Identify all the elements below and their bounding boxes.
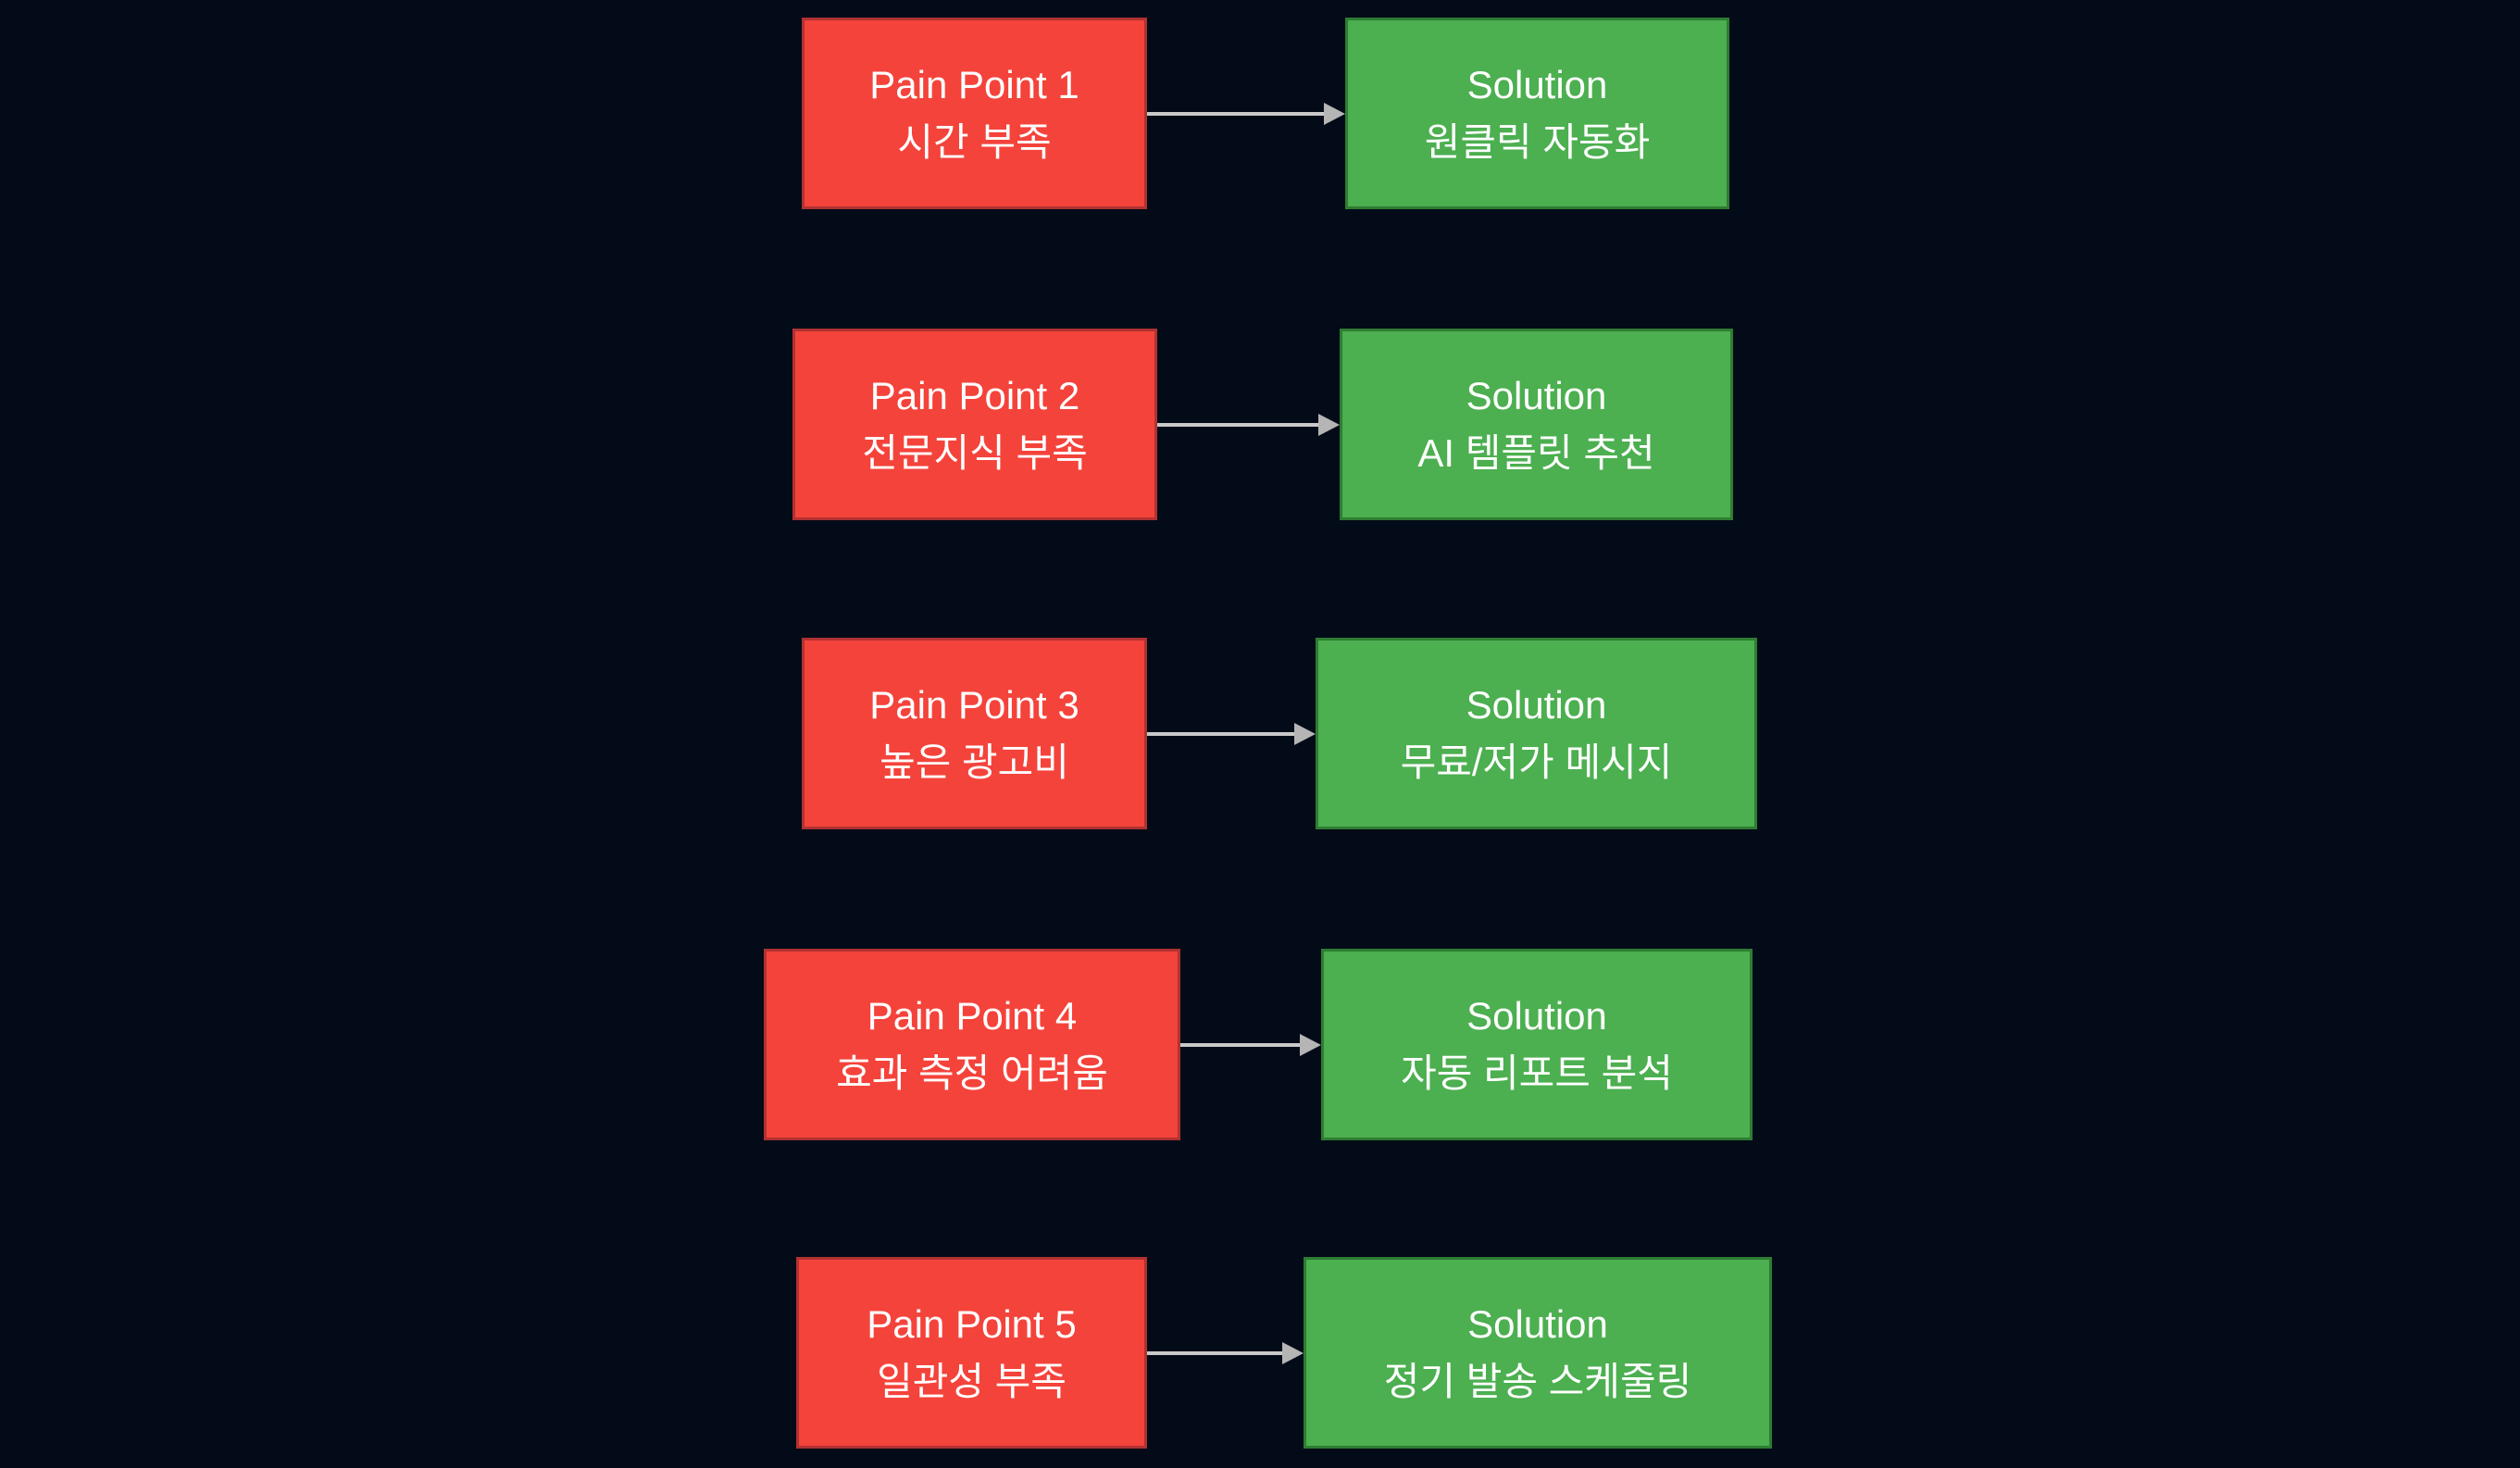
solution-title: Solution	[1466, 373, 1607, 417]
connector-arrow	[1147, 638, 1316, 829]
pain-point-4-box: Pain Point 4 효과 측정 어려움	[764, 949, 1180, 1140]
pain-point-desc: 일관성 부족	[877, 1359, 1067, 1403]
pain-point-desc: 효과 측정 어려움	[836, 1051, 1108, 1095]
solution-2-box: Solution AI 템플릿 추천	[1340, 329, 1733, 520]
arrow-head-icon	[1294, 722, 1316, 745]
solution-title: Solution	[1466, 993, 1607, 1038]
connector-arrow	[1147, 18, 1345, 209]
solution-title: Solution	[1466, 62, 1608, 106]
solution-1-box: Solution 원클릭 자동화	[1345, 18, 1729, 209]
pain-point-desc: 시간 부족	[897, 119, 1052, 164]
mapping-row-4: Pain Point 4 효과 측정 어려움 Solution 자동 리포트 분…	[0, 949, 2520, 1140]
arrow-head-icon	[1324, 102, 1345, 125]
pain-point-title: Pain Point 5	[867, 1301, 1077, 1346]
connector-arrow	[1180, 949, 1321, 1140]
pain-point-2-box: Pain Point 2 전문지식 부족	[792, 329, 1157, 520]
arrow-shaft	[1147, 111, 1324, 116]
mapping-row-3: Pain Point 3 높은 광고비 Solution 무료/저가 메시지	[0, 638, 2520, 829]
solution-desc: 정기 발송 스케줄링	[1383, 1359, 1692, 1403]
solution-desc: 원클릭 자동화	[1424, 119, 1651, 164]
pain-point-5-box: Pain Point 5 일관성 부족	[796, 1257, 1147, 1449]
solution-desc: AI 템플릿 추천	[1417, 430, 1655, 475]
connector-arrow	[1147, 1257, 1304, 1449]
solution-desc: 무료/저가 메시지	[1400, 740, 1673, 784]
arrow-shaft	[1147, 1350, 1282, 1355]
mapping-row-1: Pain Point 1 시간 부족 Solution 원클릭 자동화	[0, 18, 2520, 209]
solution-title: Solution	[1467, 1301, 1608, 1346]
mapping-row-5: Pain Point 5 일관성 부족 Solution 정기 발송 스케줄링	[0, 1257, 2520, 1449]
arrow-head-icon	[1282, 1341, 1304, 1364]
arrow-shaft	[1180, 1042, 1300, 1047]
solution-4-box: Solution 자동 리포트 분석	[1321, 949, 1753, 1140]
solution-title: Solution	[1466, 682, 1607, 727]
mapping-row-2: Pain Point 2 전문지식 부족 Solution AI 템플릿 추천	[0, 329, 2520, 520]
pain-point-title: Pain Point 1	[869, 62, 1079, 106]
arrow-head-icon	[1318, 413, 1340, 436]
solution-desc: 자동 리포트 분석	[1401, 1051, 1673, 1095]
arrow-head-icon	[1300, 1033, 1321, 1056]
pain-point-3-box: Pain Point 3 높은 광고비	[802, 638, 1147, 829]
solution-3-box: Solution 무료/저가 메시지	[1316, 638, 1757, 829]
pain-point-title: Pain Point 4	[867, 993, 1078, 1038]
pain-point-title: Pain Point 2	[869, 373, 1080, 417]
pain-point-desc: 높은 광고비	[880, 740, 1069, 784]
solution-5-box: Solution 정기 발송 스케줄링	[1304, 1257, 1772, 1449]
connector-arrow	[1157, 329, 1340, 520]
arrow-shaft	[1147, 731, 1294, 736]
pain-point-desc: 전문지식 부족	[862, 430, 1088, 475]
arrow-shaft	[1157, 422, 1318, 427]
pain-point-title: Pain Point 3	[869, 682, 1079, 727]
pain-point-1-box: Pain Point 1 시간 부족	[802, 18, 1147, 209]
